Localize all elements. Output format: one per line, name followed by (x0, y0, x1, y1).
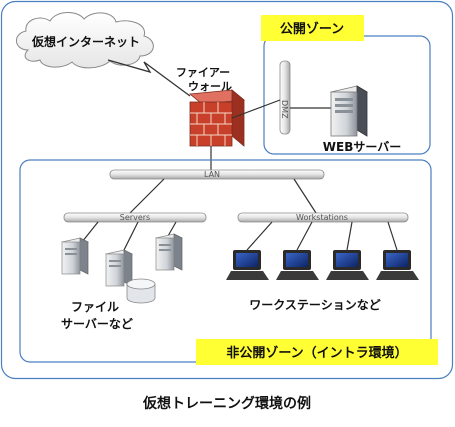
file-server-label-line1: ファイル (71, 300, 119, 314)
outer-frame (0, 0, 454, 380)
internet-cloud: 仮想インターネット (16, 12, 154, 69)
lan-servers-link (129, 178, 165, 214)
ws-drop-1 (246, 221, 273, 251)
diagram-caption: 仮想トレーニング環境の例 (142, 395, 311, 412)
server-drop-3 (167, 221, 177, 237)
server-drop-2 (121, 221, 139, 255)
laptop-icon-3 (326, 250, 369, 280)
web-server-label: WEBサーバー (323, 140, 401, 154)
file-server-icon-2 (104, 249, 134, 287)
internet-label: 仮想インターネット (31, 34, 140, 49)
servers-bus (63, 212, 207, 223)
public-zone-title: 公開ゾーン (280, 21, 344, 37)
ws-drop-4 (387, 221, 398, 251)
firewall-dmz-link (231, 99, 281, 119)
firewall-icon (189, 89, 245, 147)
private-zone-title: 非公開ゾーン（イントラ環境） (226, 345, 407, 361)
file-server-icon-3 (154, 233, 184, 271)
firewall-label-line2: ウォール (188, 80, 232, 93)
workstations-bus-label: Workstations (296, 213, 348, 222)
ws-drop-2 (296, 221, 313, 251)
lan-label: LAN (204, 170, 220, 179)
server-drop-1 (81, 221, 99, 243)
private-zone-title-bg (196, 339, 438, 365)
ws-drop-3 (346, 221, 353, 251)
servers-bus-label: Servers (120, 213, 150, 222)
public-zone-title-bg (261, 15, 364, 41)
database-icon (126, 278, 156, 304)
laptop-icon-1 (226, 250, 269, 280)
firewall-label-line1: ファイアー (176, 66, 230, 79)
laptop-icon-4 (376, 250, 419, 280)
workstations-bus (237, 212, 409, 223)
workstation-label: ワークステーションなど (249, 298, 380, 312)
lan-bus (109, 169, 325, 180)
lan-workstations-link (293, 178, 317, 214)
dmz-label: DMZ (280, 100, 289, 119)
internet-link (107, 59, 191, 97)
laptop-icon-2 (276, 250, 319, 280)
file-server-icon-1 (60, 237, 90, 275)
file-server-label-line2: サーバーなど (61, 317, 133, 331)
dmz-bar (279, 60, 291, 135)
web-server-icon (329, 85, 369, 137)
